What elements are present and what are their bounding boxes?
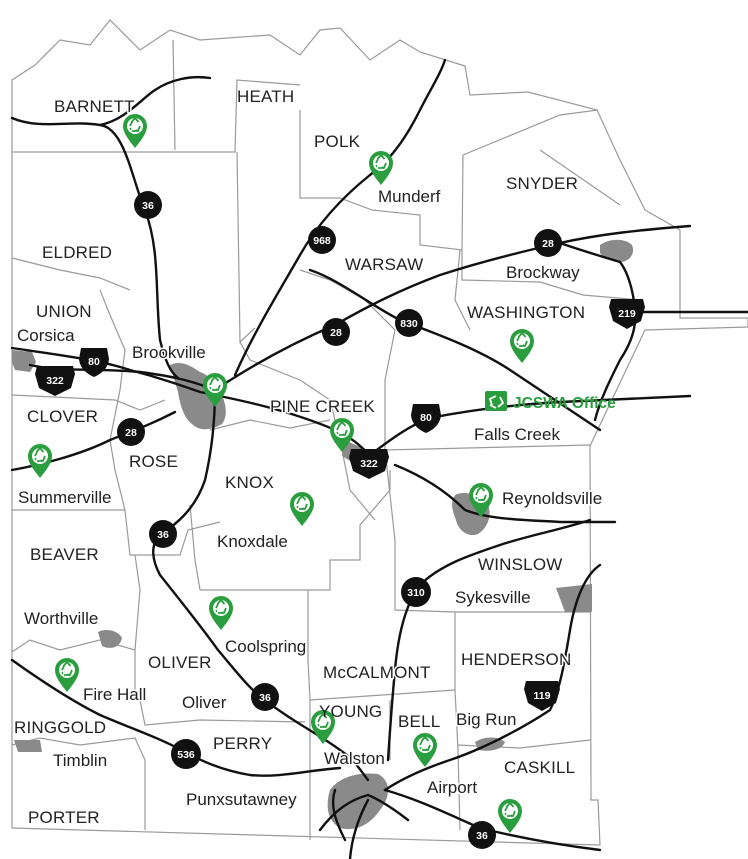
svg-text:119: 119: [534, 690, 551, 702]
place-label-brockway: Brockway: [506, 263, 580, 282]
township-labels: BARNETT HEATH POLK SNYDER ELDRED WARSAW …: [13, 87, 585, 827]
place-label-fire-hall: Fire Hall: [83, 685, 146, 704]
route-80-shield: 80: [411, 404, 441, 433]
township-label-oliver: OLIVER: [148, 653, 212, 672]
svg-text:36: 36: [157, 529, 169, 541]
recycling-pin-icon[interactable]: [509, 328, 535, 364]
svg-text:830: 830: [400, 318, 418, 330]
place-label-walston: Walston: [324, 749, 385, 768]
place-label-coolspring: Coolspring: [225, 637, 306, 656]
svg-text:36: 36: [142, 200, 154, 212]
route-322-shield: 322: [35, 366, 75, 396]
route-28-shield: 28: [117, 418, 145, 446]
township-label-knox: KNOX: [225, 473, 274, 492]
township-label-caskill: CASKILL: [504, 758, 575, 777]
place-label-punxsutawney: Punxsutawney: [186, 790, 297, 809]
route-119-shield: 119: [524, 681, 560, 711]
place-label-knoxdale: Knoxdale: [217, 532, 288, 551]
place-label-timblin: Timblin: [53, 751, 107, 770]
svg-text:322: 322: [360, 458, 378, 470]
svg-text:80: 80: [88, 356, 100, 368]
recycling-pin-icon[interactable]: [54, 657, 80, 693]
route-28-shield: 28: [322, 318, 350, 346]
route-shields: 36 968 28 28 830 219 80 322 28 80 322 36…: [35, 191, 645, 849]
township-label-porter: PORTER: [28, 808, 100, 827]
recycling-pin-icon[interactable]: [368, 150, 394, 186]
township-label-pine-creek: PINE CREEK: [270, 397, 375, 416]
route-536-shield: 536: [171, 739, 201, 769]
township-label-washington: WASHINGTON: [467, 303, 585, 322]
place-label-airport: Airport: [427, 778, 477, 797]
township-label-snyder: SNYDER: [506, 174, 578, 193]
township-label-ringgold: RINGGOLD: [14, 718, 106, 737]
township-label-young: YOUNG: [319, 702, 382, 721]
recycling-pin-icon[interactable]: [27, 443, 53, 479]
svg-text:80: 80: [420, 412, 432, 424]
place-label-worthville: Worthville: [24, 609, 98, 628]
svg-text:219: 219: [618, 308, 636, 320]
township-label-barnett: BARNETT: [54, 97, 135, 116]
place-labels: Munderf Brockway Corsica Brookville Fall…: [16, 186, 604, 811]
township-label-winslow: WINSLOW: [478, 555, 563, 574]
svg-text:36: 36: [476, 830, 488, 842]
route-968-shield: 968: [308, 226, 336, 254]
place-label-summerville: Summerville: [18, 488, 112, 507]
place-label-corsica: Corsica: [17, 326, 75, 345]
recycling-pin-icon[interactable]: [497, 798, 523, 834]
route-36-shield: 36: [149, 520, 177, 548]
recycling-pin-icon[interactable]: [208, 595, 234, 631]
township-label-warsaw: WARSAW: [345, 255, 423, 274]
route-322-shield: 322: [349, 449, 389, 479]
svg-text:28: 28: [125, 427, 137, 439]
township-label-bell: BELL: [398, 712, 440, 731]
svg-text:28: 28: [542, 238, 554, 250]
route-219-shield: 219: [609, 299, 645, 329]
route-36-shield: 36: [251, 683, 279, 711]
svg-text:968: 968: [313, 235, 331, 247]
township-label-clover: CLOVER: [27, 407, 98, 426]
township-label-perry: PERRY: [213, 734, 272, 753]
recycling-pin-icon[interactable]: [412, 732, 438, 768]
route-830-shield: 830: [395, 309, 423, 337]
township-label-eldred: ELDRED: [42, 243, 112, 262]
svg-text:536: 536: [177, 749, 195, 761]
township-label-heath: HEATH: [237, 87, 294, 106]
township-label-beaver: BEAVER: [30, 545, 99, 564]
svg-text:28: 28: [330, 327, 342, 339]
township-label-henderson: HENDERSON: [461, 650, 571, 669]
place-label-big-run: Big Run: [456, 710, 516, 729]
route-28-shield: 28: [534, 229, 562, 257]
township-borders: [11, 19, 748, 846]
place-label-munderf: Munderf: [378, 187, 441, 206]
place-label-oliver: Oliver: [182, 693, 227, 712]
place-label-brookville: Brookville: [132, 343, 206, 362]
jcswa-office-label: JCSWA Office: [513, 395, 616, 412]
township-label-union: UNION: [36, 302, 92, 321]
route-36-shield: 36: [468, 821, 496, 849]
svg-text:322: 322: [46, 375, 64, 387]
place-label-reynoldsville: Reynoldsville: [502, 489, 602, 508]
svg-text:36: 36: [259, 692, 271, 704]
place-label-sykesville: Sykesville: [455, 588, 531, 607]
jcswa-office-marker[interactable]: JCSWA Office: [485, 391, 616, 412]
route-80-shield: 80: [79, 348, 109, 377]
recycling-pin-icon[interactable]: [289, 491, 315, 527]
recycling-pin-icon[interactable]: [122, 113, 148, 149]
svg-text:310: 310: [407, 587, 425, 599]
township-label-polk: POLK: [314, 132, 361, 151]
township-label-rose: ROSE: [129, 452, 178, 471]
place-label-falls-creek: Falls Creek: [474, 425, 560, 444]
township-label-mccalmont: McCALMONT: [323, 663, 431, 682]
route-36-shield: 36: [134, 191, 162, 219]
route-310-shield: 310: [401, 577, 431, 607]
